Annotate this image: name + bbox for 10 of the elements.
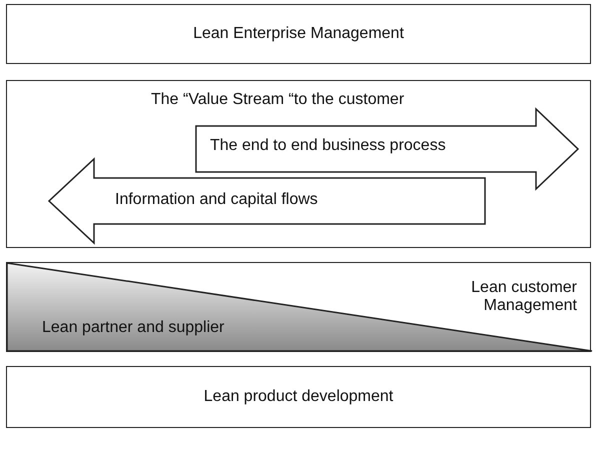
node-label: Information and capital flows <box>115 191 318 209</box>
node-label: Lean Enterprise Management <box>192 25 405 43</box>
node-label: The “Value Stream “to the customer <box>151 91 404 109</box>
node-label: Lean customer Management <box>470 279 577 315</box>
panel-box <box>6 80 591 248</box>
node-label: The end to end business process <box>210 137 446 155</box>
process-box <box>6 4 591 64</box>
node-label: Lean product development <box>202 388 394 406</box>
process-box <box>6 366 591 428</box>
node-label: Lean partner and supplier <box>42 319 224 337</box>
